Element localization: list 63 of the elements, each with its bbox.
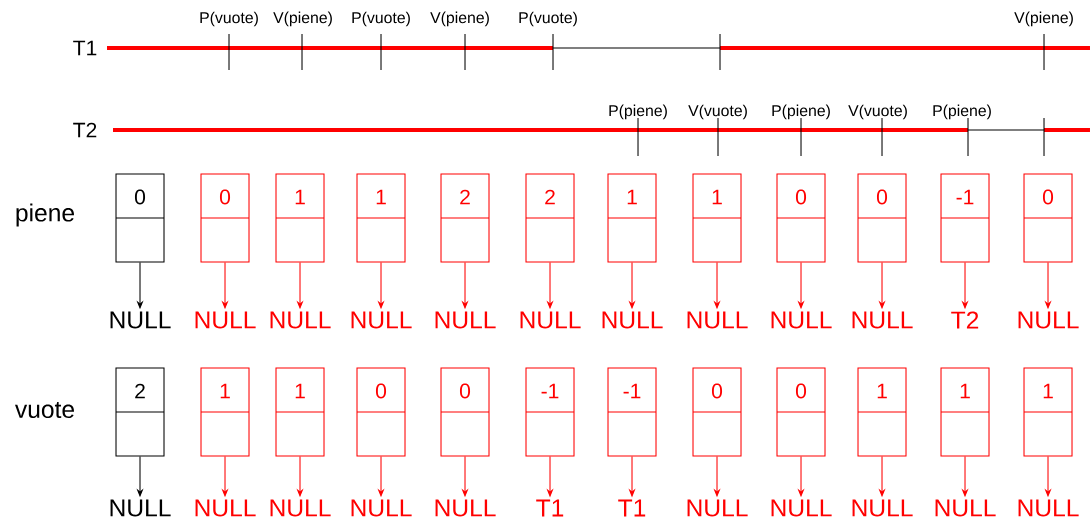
semaphore-box: -1 <box>525 367 575 457</box>
pointer-value: T1 <box>618 499 646 517</box>
semaphore-box: 2 <box>440 173 490 263</box>
event-label: P(piene) <box>772 104 830 120</box>
pointer-value: NULL <box>520 311 581 329</box>
semaphore-label: piene <box>16 203 74 227</box>
event-label: V(vuote) <box>848 104 907 120</box>
semaphore-box: 1 <box>1023 367 1073 457</box>
semaphore-box: 1 <box>275 367 325 457</box>
pointer-value: NULL <box>771 499 832 517</box>
semaphore-box: 0 <box>776 367 826 457</box>
pointer-value: NULL <box>435 311 496 329</box>
pointer-value: NULL <box>687 311 748 329</box>
pointer-value: NULL <box>435 499 496 517</box>
semaphore-box: 1 <box>857 367 907 457</box>
pointer-value: NULL <box>351 311 412 329</box>
pointer-value: NULL <box>852 499 913 517</box>
semaphore-box: 2 <box>115 367 165 457</box>
pointer-value: NULL <box>852 311 913 329</box>
event-label: P(piene) <box>609 104 667 120</box>
semaphore-box: 1 <box>275 173 325 263</box>
event-label: V(piene) <box>1014 11 1073 27</box>
semaphore-box: -1 <box>940 173 990 263</box>
pointer-value: NULL <box>935 499 996 517</box>
semaphore-box: 0 <box>440 367 490 457</box>
thread-label: T2 <box>73 122 97 138</box>
pointer-value: NULL <box>195 311 256 329</box>
semaphore-label: vuote <box>15 401 74 419</box>
event-label: V(piene) <box>430 11 489 27</box>
event-label: V(vuote) <box>688 104 747 120</box>
semaphore-box: 1 <box>200 367 250 457</box>
event-label: P(piene) <box>933 104 991 120</box>
pointer-value: NULL <box>195 499 256 517</box>
pointer-value: NULL <box>1018 499 1079 517</box>
pointer-value: NULL <box>687 499 748 517</box>
semaphore-box: 0 <box>692 367 742 457</box>
pointer-value: NULL <box>1018 311 1079 329</box>
semaphore-box: 0 <box>356 367 406 457</box>
event-label: P(vuote) <box>519 11 577 27</box>
semaphore-box: 1 <box>356 173 406 263</box>
event-label: V(piene) <box>273 11 332 27</box>
pointer-value: NULL <box>110 311 171 329</box>
semaphore-box: 0 <box>1023 173 1073 263</box>
semaphore-box: 0 <box>200 173 250 263</box>
pointer-value: NULL <box>270 311 331 329</box>
event-label: P(vuote) <box>200 11 258 27</box>
semaphore-box: 0 <box>115 173 165 263</box>
pointer-value: NULL <box>351 499 412 517</box>
semaphore-box: 2 <box>525 173 575 263</box>
semaphore-box: 0 <box>776 173 826 263</box>
pointer-value: NULL <box>270 499 331 517</box>
semaphore-box: -1 <box>607 367 657 457</box>
semaphore-box: 1 <box>607 173 657 263</box>
event-label: P(vuote) <box>352 11 410 27</box>
semaphore-box: 0 <box>857 173 907 263</box>
pointer-value: T1 <box>536 499 564 517</box>
pointer-value: NULL <box>771 311 832 329</box>
thread-label: T1 <box>73 40 97 56</box>
pointer-value: T2 <box>951 311 979 329</box>
pointer-value: NULL <box>602 311 663 329</box>
semaphore-box: 1 <box>692 173 742 263</box>
semaphore-box: 1 <box>940 367 990 457</box>
pointer-value: NULL <box>110 499 171 517</box>
